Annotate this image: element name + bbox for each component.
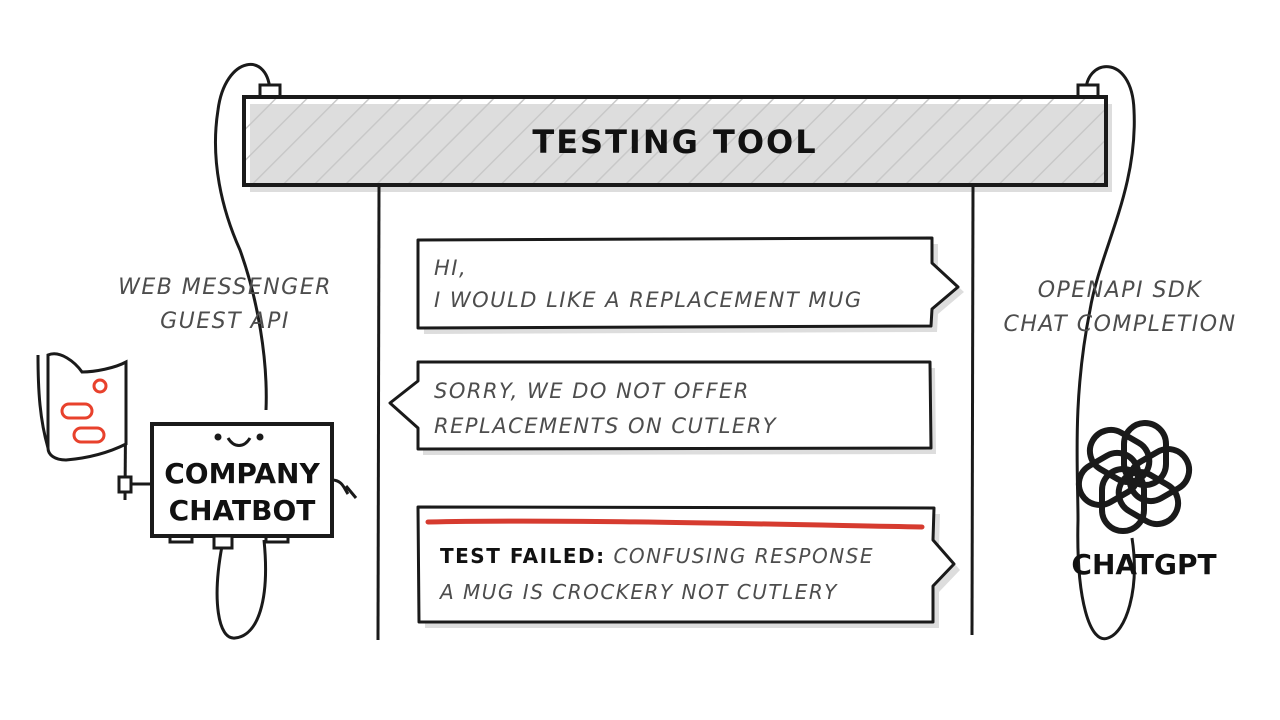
left-cable [213,62,272,411]
chatgpt-label: CHATGPT [1071,548,1216,581]
left-cable-bottom [215,539,268,640]
chatbot-label-line1: COMPANY [164,457,320,490]
logo-bar [60,402,94,420]
chatbot-eye [256,433,264,441]
logo-bar [72,426,106,444]
response-bubble [388,360,933,451]
test-status: TEST FAILED: [440,544,606,568]
response-line1: SORRY, WE DO NOT OFFER [434,379,750,403]
left-endpoint-label: WEB MESSENGER GUEST API [90,271,360,339]
right-divider [970,186,975,636]
flag-curl [36,354,50,449]
right-endpoint-label: OPENAPI SDK CHAT COMPLETION [990,274,1250,342]
left-divider [376,186,381,641]
response-message: SORRY, WE DO NOT OFFER REPLACEMENTS ON C… [434,374,777,444]
result-reason: CONFUSING RESPONSE [605,544,875,568]
right-endpoint-line1: OPENAPI SDK [1037,278,1203,303]
chatbot-flag [46,352,128,462]
request-line1: HI, [434,256,468,280]
chatbot-right-arm [331,478,358,499]
chatbot-mouth [226,437,252,447]
result-message: TEST FAILED: CONFUSING RESPONSE A MUG IS… [440,538,874,610]
chatbot-body [150,422,334,538]
testing-tool-title: TESTING TOOL [532,123,817,161]
failure-strike-line [425,518,925,530]
chatgpt-logo-icon [1075,420,1193,534]
testing-tool-banner [242,95,1108,187]
response-line2: REPLACEMENTS ON CUTLERY [434,414,778,438]
right-cable [1075,65,1136,641]
logo-dot [92,378,108,394]
result-line1: TEST FAILED: CONFUSING RESPONSE [440,538,874,574]
chatbot-hand [117,475,133,494]
result-bubble [416,505,956,624]
chatbot-label-line2: CHATBOT [169,494,316,527]
right-endpoint-line2: CHAT COMPLETION [1003,312,1237,337]
chatbot-eye [214,433,222,441]
request-bubble [416,236,960,330]
result-line2: A MUG IS CROCKERY NOT CUTLERY [440,580,839,604]
chatbot-plug [212,534,234,550]
request-line2: I WOULD LIKE A REPLACEMENT MUG [434,288,863,312]
request-message: HI, I WOULD LIKE A REPLACEMENT MUG [434,252,863,316]
left-endpoint-line2: GUEST API [160,309,290,334]
left-endpoint-line1: WEB MESSENGER [118,275,332,300]
